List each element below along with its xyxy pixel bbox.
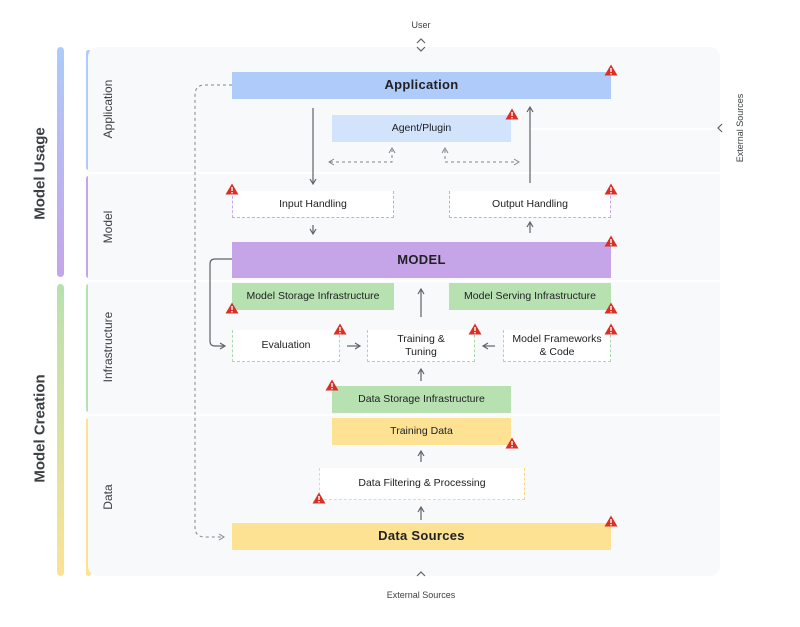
model-storage-warning-icon: [225, 302, 239, 314]
application-node: Application: [232, 72, 611, 99]
evaluation-warning-icon: [333, 323, 347, 335]
user-down-chevron-icon: [416, 46, 426, 52]
model-frameworks-warning-icon: [604, 323, 618, 335]
bottom-up-chevron-icon: [416, 571, 426, 577]
data-sources-warning-icon: [604, 515, 618, 527]
model-usage-bar: [57, 47, 64, 277]
training-data-node: Training Data: [332, 418, 511, 445]
model-serving-warning-icon: [604, 302, 618, 314]
data-storage-warning-icon: [325, 379, 339, 391]
user-up-chevron-icon: [416, 38, 426, 44]
training-data-warning-icon: [505, 437, 519, 449]
application-warning-icon: [604, 64, 618, 76]
training-tuning-node: Training & Tuning: [367, 330, 475, 362]
model-node: MODEL: [232, 242, 611, 278]
agent-plugin-node: Agent/Plugin: [332, 115, 511, 142]
data-filtering-warning-icon: [312, 492, 326, 504]
data-filtering-node: Data Filtering & Processing: [319, 468, 525, 500]
input-handling-warning-icon: [225, 183, 239, 195]
model-storage-node: Model Storage Infrastructure: [232, 283, 394, 310]
model-warning-icon: [604, 235, 618, 247]
divider-2: [88, 280, 800, 282]
evaluation-node: Evaluation: [232, 330, 340, 362]
right-left-chevron-icon: [717, 123, 723, 133]
divider-3: [88, 414, 800, 416]
model-creation-bar: [57, 284, 64, 576]
bottom-external-sources-label: External Sources: [386, 590, 456, 600]
right-external-line: [530, 128, 720, 130]
model-frameworks-node: Model Frameworks & Code: [503, 330, 611, 362]
output-handling-warning-icon: [604, 183, 618, 195]
user-label: User: [411, 20, 431, 30]
data-storage-node: Data Storage Infrastructure: [332, 386, 511, 413]
divider-1: [88, 172, 800, 174]
output-handling-node: Output Handling: [449, 191, 611, 218]
agent-plugin-warning-icon: [505, 108, 519, 120]
training-tuning-warning-icon: [468, 323, 482, 335]
input-handling-node: Input Handling: [232, 191, 394, 218]
model-serving-node: Model Serving Infrastructure: [449, 283, 611, 310]
data-sources-node: Data Sources: [232, 523, 611, 550]
